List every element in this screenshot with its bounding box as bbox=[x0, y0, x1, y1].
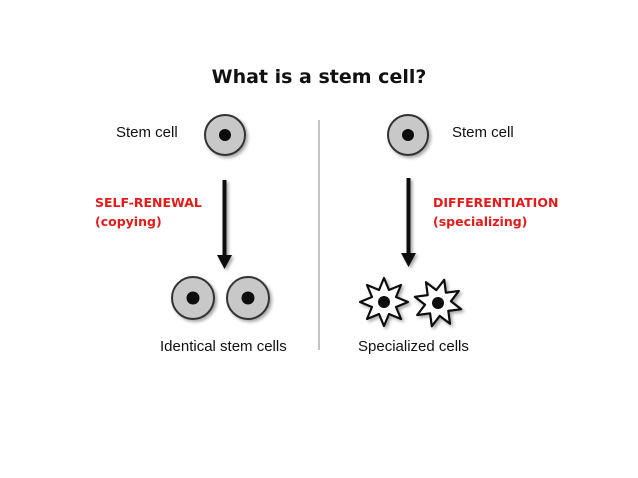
left-stem-cell bbox=[204, 114, 246, 156]
specialized-cells-label: Specialized cells bbox=[358, 338, 469, 355]
right-stem-cell bbox=[387, 114, 429, 156]
specialized-cell-1 bbox=[358, 276, 410, 328]
left-stem-cell-label: Stem cell bbox=[116, 124, 178, 141]
self-renewal-text: SELF-RENEWAL (copying) bbox=[95, 193, 202, 231]
differentiation-label: DIFFERENTIATION bbox=[433, 195, 559, 210]
identical-stem-cell-2 bbox=[226, 276, 270, 320]
self-renewal-arrow bbox=[217, 180, 232, 269]
copying-label: (copying) bbox=[95, 214, 162, 229]
right-stem-cell-label: Stem cell bbox=[452, 124, 514, 141]
differentiation-text: DIFFERENTIATION (specializing) bbox=[433, 193, 558, 231]
specializing-label: (specializing) bbox=[433, 214, 528, 229]
specialized-cell-2 bbox=[413, 278, 463, 328]
self-renewal-label: SELF-RENEWAL bbox=[95, 195, 202, 210]
page-title: What is a stem cell? bbox=[211, 66, 427, 88]
identical-cells-label: Identical stem cells bbox=[160, 338, 287, 355]
identical-stem-cell-1 bbox=[171, 276, 215, 320]
differentiation-arrow bbox=[401, 178, 416, 267]
